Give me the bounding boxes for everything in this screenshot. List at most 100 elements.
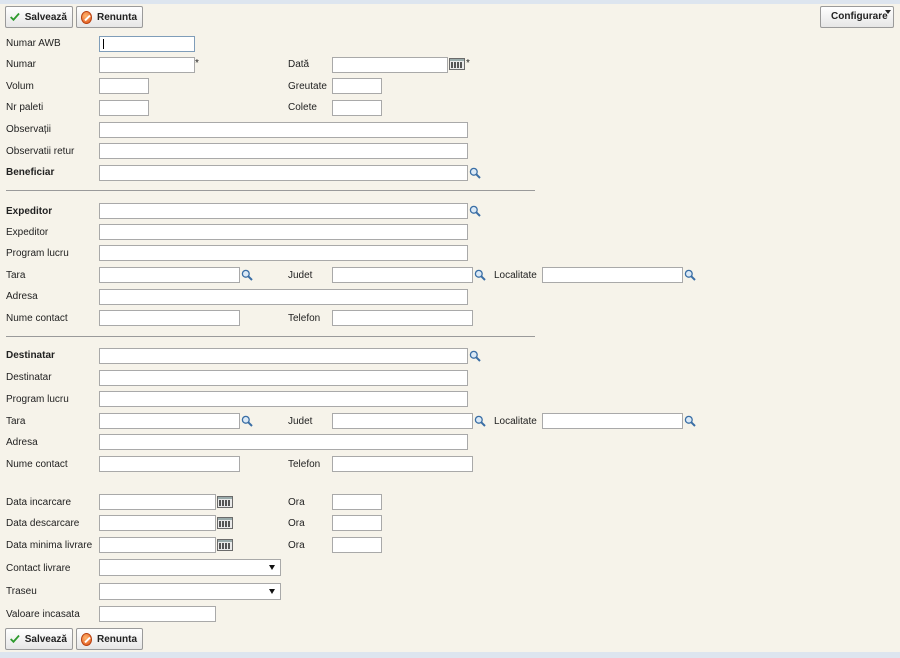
label-greutate: Greutate	[288, 81, 327, 92]
configure-button[interactable]: Configurare	[820, 6, 894, 28]
save-button[interactable]: Salvează	[5, 6, 73, 28]
search-icon[interactable]	[469, 350, 481, 362]
chevron-down-icon	[269, 565, 275, 570]
label-data-minima-livrare: Data minima livrare	[6, 540, 93, 551]
ora-descarcare-input[interactable]	[332, 515, 382, 531]
label-observatii-retur: Observatii retur	[6, 146, 75, 157]
expeditor-localitate-input[interactable]	[542, 267, 683, 283]
expeditor-program-input[interactable]	[99, 245, 468, 261]
section-title-expeditor: Expeditor	[6, 206, 53, 217]
label-ora: Ora	[288, 518, 305, 529]
label-tara: Tara	[6, 416, 26, 427]
label-tara: Tara	[6, 270, 26, 281]
save-button-label: Salvează	[24, 633, 67, 645]
destinatar-contact-input[interactable]	[99, 456, 240, 472]
label-expeditor: Expeditor	[6, 227, 49, 238]
expeditor-contact-input[interactable]	[99, 310, 240, 326]
section-title-destinatar: Destinatar	[6, 350, 55, 361]
destinatar-judet-input[interactable]	[332, 413, 473, 429]
cancel-button[interactable]: Renunta	[76, 6, 143, 28]
configure-button-label: Configurare	[831, 11, 888, 22]
destinatar-localitate-input[interactable]	[542, 413, 683, 429]
destinatar-tara-input[interactable]	[99, 413, 240, 429]
label-adresa: Adresa	[6, 291, 38, 302]
data-incarcare-input[interactable]	[99, 494, 216, 510]
ora-incarcare-input[interactable]	[332, 494, 382, 510]
nr-paleti-input[interactable]	[99, 100, 149, 116]
observatii-retur-input[interactable]	[99, 143, 468, 159]
cancel-icon	[81, 10, 92, 24]
text-caret	[103, 39, 104, 49]
label-localitate: Localitate	[494, 416, 537, 427]
label-telefon: Telefon	[288, 313, 321, 324]
label-telefon: Telefon	[288, 459, 321, 470]
label-data-descarcare: Data descarcare	[6, 518, 80, 529]
search-icon[interactable]	[684, 415, 696, 427]
label-observatii: Observații	[6, 124, 52, 135]
search-icon[interactable]	[469, 167, 481, 179]
label-nume-contact: Nume contact	[6, 313, 68, 324]
check-icon	[10, 634, 20, 644]
destinatar-telefon-input[interactable]	[332, 456, 473, 472]
save-button[interactable]: Salvează	[5, 628, 73, 650]
numar-awb-input[interactable]	[99, 36, 195, 52]
observatii-input[interactable]	[99, 122, 468, 138]
destinatar-name-input[interactable]	[99, 370, 468, 386]
ora-livrare-input[interactable]	[332, 537, 382, 553]
label-beneficiar: Beneficiar	[6, 167, 55, 178]
label-judet: Judet	[288, 416, 313, 427]
label-numar-awb: Numar AWB	[6, 38, 61, 49]
label-valoare-incasata: Valoare incasata	[6, 609, 80, 620]
label-judet: Judet	[288, 270, 313, 281]
calendar-icon[interactable]	[217, 496, 233, 508]
cancel-icon	[81, 632, 92, 646]
beneficiar-input[interactable]	[99, 165, 468, 181]
label-contact-livrare: Contact livrare	[6, 563, 71, 574]
save-button-label: Salvează	[24, 11, 67, 23]
label-colete: Colete	[288, 102, 317, 113]
destinatar-lookup-input[interactable]	[99, 348, 468, 364]
cancel-button[interactable]: Renunta	[76, 628, 143, 650]
volum-input[interactable]	[99, 78, 149, 94]
colete-input[interactable]	[332, 100, 382, 116]
contact-livrare-select[interactable]	[99, 559, 281, 576]
traseu-select[interactable]	[99, 583, 281, 600]
label-nr-paleti: Nr paleti	[6, 102, 44, 113]
label-traseu: Traseu	[6, 586, 37, 597]
label-ora: Ora	[288, 540, 305, 551]
label-data-incarcare: Data incarcare	[6, 497, 72, 508]
check-icon	[10, 12, 20, 22]
search-icon[interactable]	[469, 205, 481, 217]
section-divider	[6, 336, 535, 337]
search-icon[interactable]	[241, 269, 253, 281]
search-icon[interactable]	[474, 415, 486, 427]
chevron-down-icon	[885, 10, 891, 14]
chevron-down-icon	[269, 589, 275, 594]
search-icon[interactable]	[474, 269, 486, 281]
expeditor-lookup-input[interactable]	[99, 203, 468, 219]
data-descarcare-input[interactable]	[99, 515, 216, 531]
label-nume-contact: Nume contact	[6, 459, 68, 470]
data-input[interactable]	[332, 57, 448, 73]
expeditor-judet-input[interactable]	[332, 267, 473, 283]
calendar-icon[interactable]	[449, 58, 465, 70]
label-data: Dată	[288, 59, 310, 70]
calendar-icon[interactable]	[217, 517, 233, 529]
search-icon[interactable]	[241, 415, 253, 427]
destinatar-program-input[interactable]	[99, 391, 468, 407]
valoare-incasata-input[interactable]	[99, 606, 216, 622]
expeditor-tara-input[interactable]	[99, 267, 240, 283]
greutate-input[interactable]	[332, 78, 382, 94]
label-program-lucru: Program lucru	[6, 394, 69, 405]
data-minima-livrare-input[interactable]	[99, 537, 216, 553]
expeditor-name-input[interactable]	[99, 224, 468, 240]
destinatar-adresa-input[interactable]	[99, 434, 468, 450]
expeditor-telefon-input[interactable]	[332, 310, 473, 326]
calendar-icon[interactable]	[217, 539, 233, 551]
numar-input[interactable]	[99, 57, 195, 73]
search-icon[interactable]	[684, 269, 696, 281]
label-volum: Volum	[6, 81, 34, 92]
expeditor-adresa-input[interactable]	[99, 289, 468, 305]
cancel-button-label: Renunta	[97, 633, 137, 645]
label-adresa: Adresa	[6, 437, 38, 448]
